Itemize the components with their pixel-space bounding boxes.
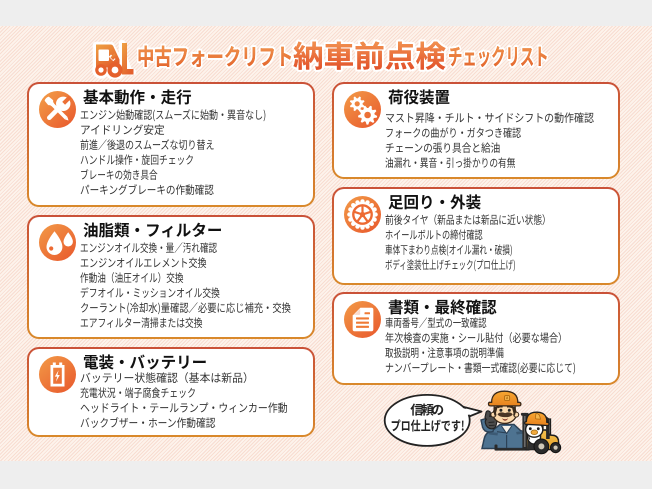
svg-text:信頼の: 信頼の <box>410 400 444 419</box>
svg-text:プロ仕上げです!: プロ仕上げです! <box>391 416 465 435</box>
